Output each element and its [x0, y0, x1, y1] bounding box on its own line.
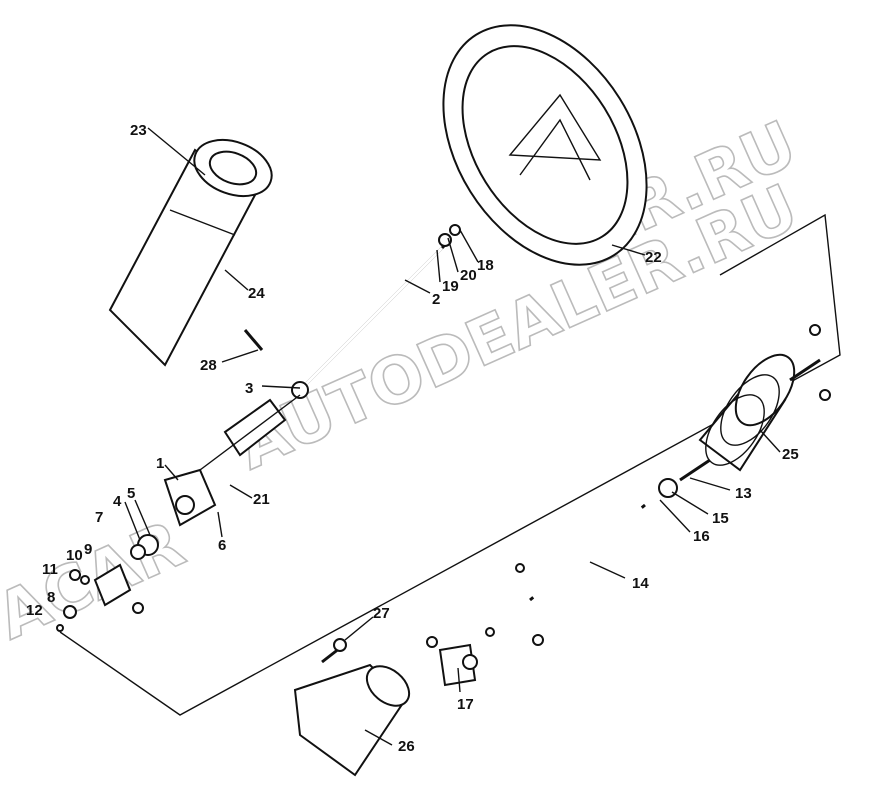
steering-wheel — [442, 24, 648, 266]
callout-17: 17 — [457, 696, 474, 713]
intermediate-shaft — [515, 458, 711, 646]
callout-3: 3 — [245, 380, 253, 397]
lower-joint — [56, 534, 159, 632]
callout-12: 12 — [26, 602, 43, 619]
callout-4: 4 — [113, 493, 122, 510]
callout-11: 11 — [42, 561, 58, 578]
screw-28 — [243, 329, 264, 351]
callout-14: 14 — [632, 575, 649, 592]
callout-7: 7 — [95, 509, 103, 526]
callout-10: 10 — [66, 547, 83, 564]
callout-13: 13 — [735, 485, 752, 502]
column-cover — [108, 138, 273, 367]
callout-5: 5 — [127, 485, 135, 502]
lower-coupling-17 — [426, 627, 495, 687]
callout-28: 28 — [200, 357, 217, 374]
callout-27: 27 — [373, 605, 390, 622]
callout-22: 22 — [645, 249, 662, 266]
callout-1: 1 — [156, 455, 164, 472]
bellows-boot — [698, 324, 831, 472]
callout-9: 9 — [84, 541, 92, 558]
callout-6: 6 — [218, 537, 226, 554]
column-housing — [163, 381, 309, 527]
bolt-27 — [321, 638, 347, 664]
callout-21: 21 — [253, 491, 270, 508]
callout-15: 15 — [712, 510, 729, 527]
callout-2: 2 — [432, 291, 440, 308]
callout-18: 18 — [477, 257, 494, 274]
callout-20: 20 — [460, 267, 477, 284]
callout-23: 23 — [130, 122, 147, 139]
callout-24: 24 — [248, 285, 265, 302]
leader-lines — [124, 127, 781, 746]
assembly-outline — [59, 213, 841, 716]
callout-16: 16 — [693, 528, 710, 545]
callout-26: 26 — [398, 738, 415, 755]
upper-shaft — [298, 224, 461, 392]
dust-seal-cone — [293, 663, 411, 777]
callout-19: 19 — [442, 278, 459, 295]
callout-8: 8 — [47, 589, 55, 606]
callout-25: 25 — [782, 446, 799, 463]
callouts: 1 2 3 4 5 6 7 8 9 10 11 12 13 14 15 16 1… — [26, 122, 799, 755]
